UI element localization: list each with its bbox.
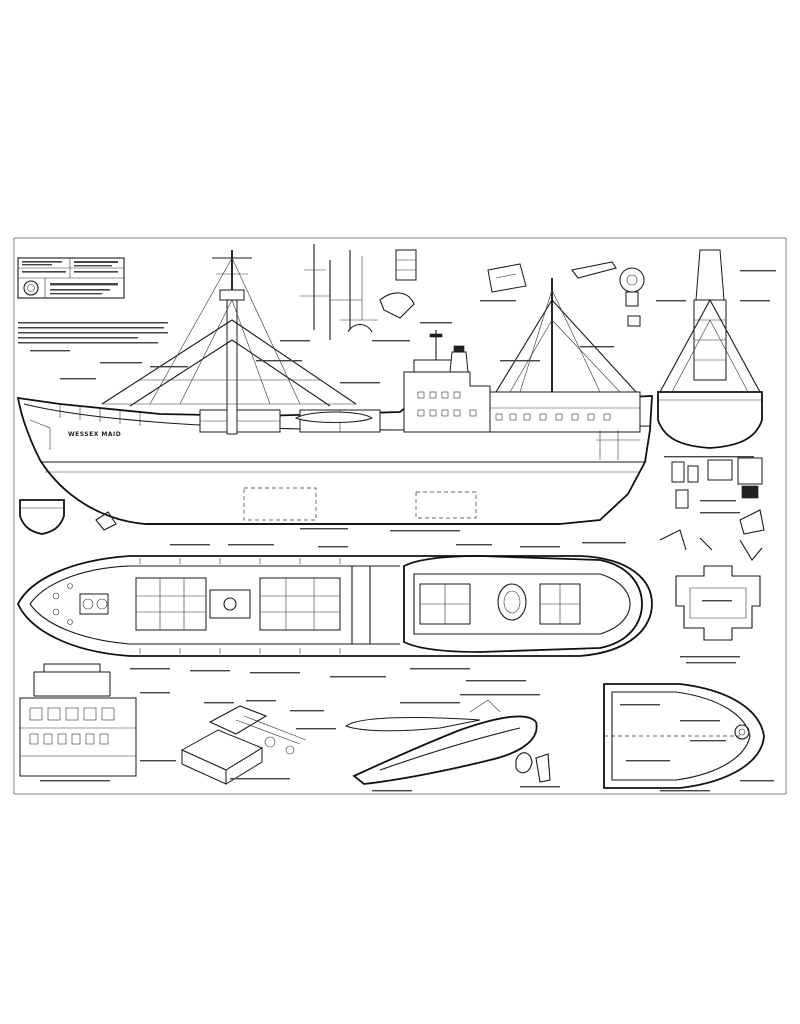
mast-details <box>280 244 527 342</box>
winch-detail <box>180 700 336 785</box>
rudder-detail <box>515 752 560 788</box>
profile-elevation: WESSEX MAID <box>16 250 653 532</box>
title-block <box>17 257 125 299</box>
fittings-details <box>659 457 765 561</box>
general-notes <box>18 322 168 344</box>
hull-section-small <box>19 499 117 535</box>
masthead-section <box>571 249 776 458</box>
stern-plan <box>603 683 774 792</box>
logo-roundel-icon <box>23 280 39 296</box>
ship-name: WESSEX MAID <box>68 431 121 438</box>
deck-plan <box>17 542 653 682</box>
sheet-border <box>13 237 787 795</box>
lifeboat-detail <box>344 694 540 792</box>
stern-deck-detail <box>675 565 761 664</box>
accommodation-front <box>19 663 176 782</box>
